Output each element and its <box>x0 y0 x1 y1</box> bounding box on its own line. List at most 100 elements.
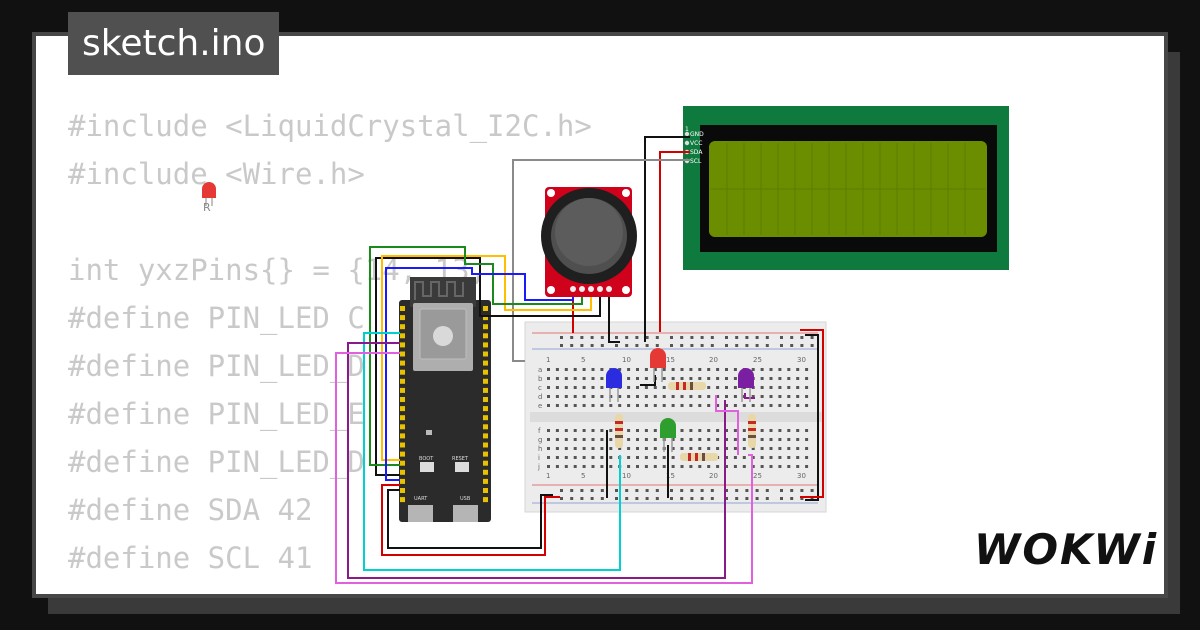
led-purple[interactable] <box>738 368 754 402</box>
breadboard-hole <box>636 404 639 407</box>
breadboard-hole <box>707 447 711 450</box>
breadboard-hole <box>689 368 693 371</box>
breadboard-hole <box>600 465 604 468</box>
breadboard-hole <box>733 438 737 441</box>
breadboard-hole <box>653 447 657 450</box>
breadboard-hole <box>680 404 684 407</box>
esp32-pin <box>483 315 488 321</box>
reset-button[interactable] <box>455 462 469 472</box>
esp32-pin <box>483 478 488 484</box>
lcd-display[interactable]: 1 GND VCC SDA SCL <box>683 106 1009 270</box>
breadboard-hole <box>591 456 595 459</box>
breadboard-hole <box>787 368 791 371</box>
breadboard-hole <box>805 465 809 468</box>
lcd-pin-index: 1 <box>685 126 689 133</box>
breadboard-hole <box>760 377 764 380</box>
breadboard-hole <box>787 404 791 407</box>
breadboard-hole <box>645 497 649 500</box>
breadboard-hole <box>582 429 586 432</box>
file-tab[interactable]: sketch.ino <box>68 12 280 75</box>
breadboard-hole <box>564 386 568 389</box>
breadboard-hole <box>644 377 648 380</box>
breadboard-hole <box>690 489 694 492</box>
breadboard-hole <box>625 336 629 339</box>
breadboard-hole <box>590 344 594 347</box>
breadboard-hole <box>725 386 728 389</box>
breadboard-hole <box>707 377 711 380</box>
breadboard-hole <box>707 465 711 468</box>
led-red[interactable] <box>650 348 666 382</box>
breadboard-hole <box>769 429 773 432</box>
breadboard-hole <box>690 344 694 347</box>
breadboard-hole <box>725 489 728 492</box>
esp32-pin <box>400 451 405 457</box>
esp32-board[interactable]: BOOT RESET UART USB <box>399 277 491 522</box>
breadboard-hole <box>573 395 577 398</box>
led-blue[interactable] <box>606 368 622 402</box>
uart-port <box>408 505 433 522</box>
breadboard-hole <box>680 429 684 432</box>
esp32-pins <box>400 306 488 503</box>
breadboard-hole <box>805 429 809 432</box>
breadboard-hole <box>609 438 613 441</box>
boot-button[interactable] <box>420 462 434 472</box>
breadboard-hole <box>810 336 814 339</box>
breadboard-hole <box>787 429 791 432</box>
breadboard[interactable]: 1 5 10 15 20 25 30 1 5 10 15 20 25 30 a … <box>524 321 827 513</box>
breadboard-hole <box>625 497 629 500</box>
breadboard-hole <box>670 497 673 500</box>
breadboard-hole <box>547 456 550 459</box>
esp32-pin <box>400 460 405 466</box>
breadboard-hole <box>636 438 639 441</box>
esp32-pin <box>483 342 488 348</box>
breadboard-hole <box>716 429 720 432</box>
breadboard-hole <box>680 465 684 468</box>
breadboard-hole <box>627 377 631 380</box>
breadboard-hole <box>547 368 550 371</box>
breadboard-hole <box>671 368 675 371</box>
breadboard-hole <box>573 465 577 468</box>
breadboard-hole <box>582 386 586 389</box>
resistors <box>615 382 756 461</box>
breadboard-hole <box>698 404 702 407</box>
breadboard-hole <box>787 395 791 398</box>
breadboard-hole <box>778 465 782 468</box>
breadboard-hole <box>745 489 749 492</box>
breadboard-hole <box>751 395 755 398</box>
bb-row-g: g <box>538 436 542 444</box>
breadboard-hole <box>778 447 782 450</box>
bb-row-f: f <box>538 427 541 435</box>
breadboard-hole <box>680 438 684 441</box>
breadboard-hole <box>555 465 559 468</box>
breadboard-hole <box>698 377 702 380</box>
breadboard-hole <box>805 377 809 380</box>
breadboard-hole <box>780 336 783 339</box>
breadboard-hole <box>662 456 666 459</box>
breadboard-hole <box>690 336 694 339</box>
breadboard-hole <box>609 456 613 459</box>
breadboard-hole <box>600 429 604 432</box>
breadboard-hole <box>769 386 773 389</box>
breadboard-hole <box>644 456 648 459</box>
breadboard-hole <box>653 456 657 459</box>
bb-col-5-bottom: 5 <box>581 472 585 480</box>
breadboard-hole <box>780 497 783 500</box>
breadboard-hole <box>735 336 739 339</box>
breadboard-hole <box>735 344 739 347</box>
breadboard-hole <box>627 447 631 450</box>
breadboard-hole <box>573 386 577 389</box>
esp32-pin <box>483 424 488 430</box>
breadboard-hole <box>671 377 675 380</box>
breadboard-hole <box>591 377 595 380</box>
breadboard-hole <box>810 497 814 500</box>
breadboard-hole <box>805 447 809 450</box>
breadboard-hole <box>582 377 586 380</box>
breadboard-hole <box>725 368 728 371</box>
joystick-module[interactable] <box>541 187 637 297</box>
breadboard-hole <box>671 465 675 468</box>
led-green[interactable] <box>660 418 676 452</box>
breadboard-hole <box>662 465 666 468</box>
breadboard-hole <box>796 386 800 389</box>
breadboard-hole <box>725 336 728 339</box>
breadboard-hole <box>707 438 711 441</box>
